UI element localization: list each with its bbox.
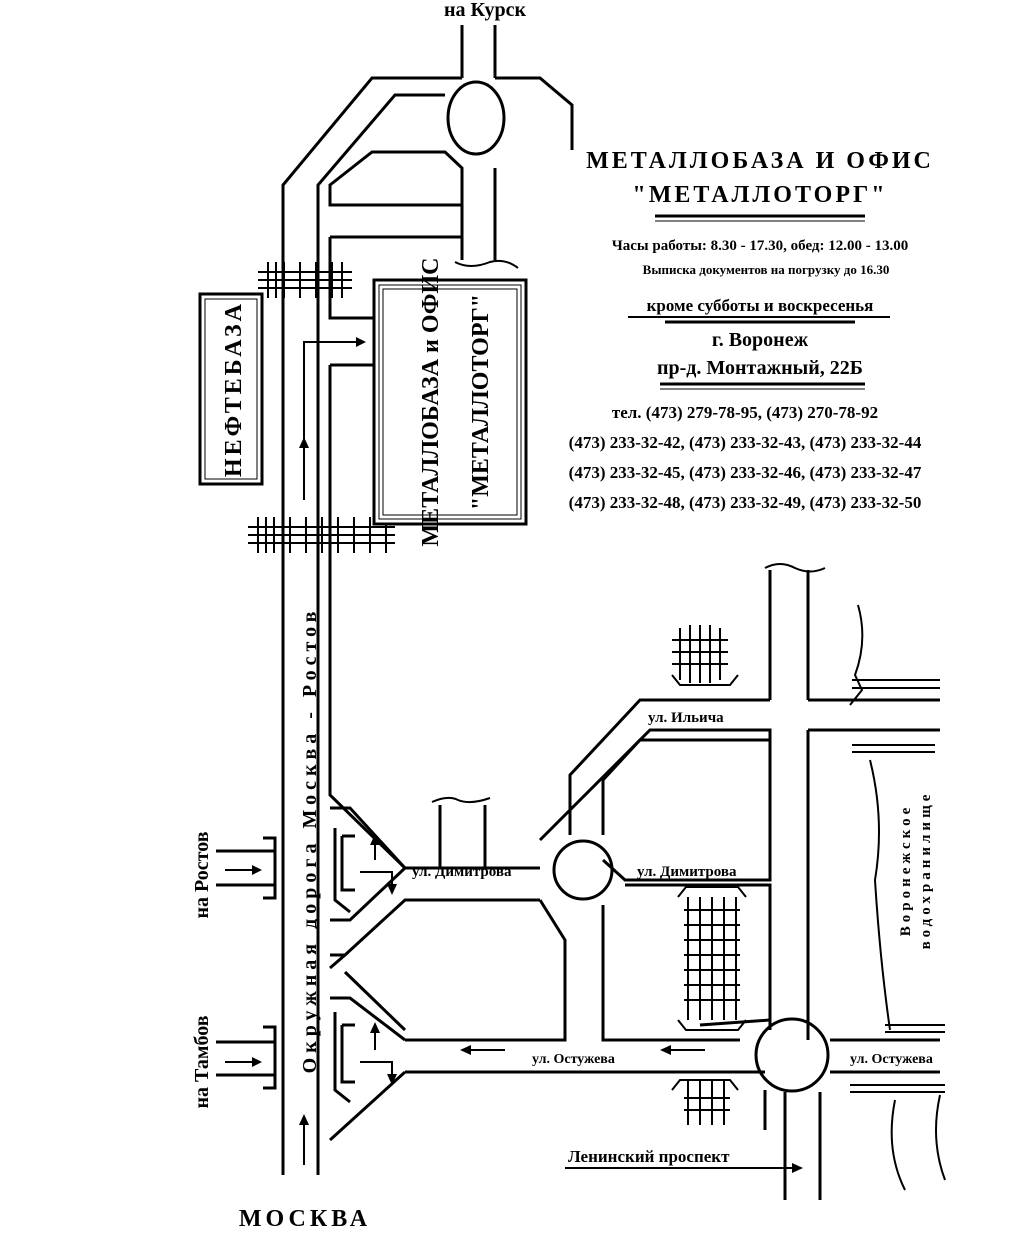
info-address: пр-д. Монтажный, 22Б — [657, 357, 863, 379]
info-docs: Выписка документов на погрузку до 16.30 — [643, 262, 890, 277]
tambov-exit: на Тамбов — [191, 1015, 277, 1109]
street-dimitrova-left: ул. Димитрова — [412, 864, 512, 880]
info-title-line2: "МЕТАЛЛОТОРГ" — [632, 182, 887, 208]
north-roads — [281, 25, 574, 1175]
route-arrows — [299, 337, 366, 1165]
info-title-line1: МЕТАЛЛОБАЗА И ОФИС — [586, 148, 934, 174]
info-phone-line: (473) 233-32-45, (473) 233-32-46, (473) … — [569, 463, 922, 482]
direction-moscow: МОСКВА — [239, 1206, 371, 1232]
reservoir-shore — [849, 604, 946, 1191]
rail-crossing-lower — [248, 517, 395, 553]
reservoir-label-2: водохранилище — [918, 791, 934, 950]
info-hours: Часы работы: 8.30 - 17.30, обед: 12.00 -… — [612, 238, 908, 254]
info-phone-line: тел. (473) 279-78-95, (473) 270-78-92 — [612, 403, 878, 422]
rail-crossing-upper — [258, 262, 352, 298]
street-ostuzheva-right: ул. Остужева — [850, 1052, 933, 1067]
office-building: МЕТАЛЛОБАЗА и ОФИС "МЕТАЛЛОТОРГ" — [372, 258, 528, 547]
info-phone-line: (473) 233-32-42, (473) 233-32-43, (473) … — [569, 433, 922, 452]
info-phone-line: (473) 233-32-48, (473) 233-32-49, (473) … — [569, 493, 922, 512]
info-panel: МЕТАЛЛОБАЗА И ОФИС "МЕТАЛЛОТОРГ" Часы ра… — [569, 148, 934, 512]
street-dimitrova-right: ул. Димитрова — [637, 864, 737, 880]
street-ilyicha: ул. Ильича — [648, 710, 724, 726]
rail-crossing-city-3 — [671, 1079, 739, 1125]
neftebaza-building: НЕФТЕБАЗА — [198, 292, 264, 486]
direction-rostov: на Ростов — [191, 831, 213, 918]
reservoir-label-1: Воронежское — [898, 804, 914, 937]
interchange-ostuzheva — [328, 898, 540, 1142]
street-ostuzheva-left: ул. Остужева — [532, 1052, 615, 1067]
rail-crossing-city-1 — [671, 625, 739, 686]
street-leninsky: Ленинский проспект — [568, 1147, 730, 1166]
office-label-line2: "МЕТАЛЛОТОРГ" — [468, 294, 494, 510]
info-weekend: кроме субботы и воскресенья — [647, 296, 874, 315]
direction-tambov: на Тамбов — [191, 1015, 213, 1108]
office-label-line1: МЕТАЛЛОБАЗА и ОФИС — [418, 258, 444, 547]
city-roads — [405, 563, 940, 1200]
rail-crossing-city-2 — [677, 886, 747, 1031]
direction-kursk: на Курск — [444, 0, 527, 21]
neftebaza-label: НЕФТЕБАЗА — [221, 301, 247, 477]
rostov-exit: на Ростов — [191, 831, 277, 918]
ring-road-label: Окружная дорога Москва - Ростов — [299, 607, 321, 1074]
info-city: г. Воронеж — [712, 329, 809, 351]
interchange-dimitrova — [330, 806, 407, 922]
